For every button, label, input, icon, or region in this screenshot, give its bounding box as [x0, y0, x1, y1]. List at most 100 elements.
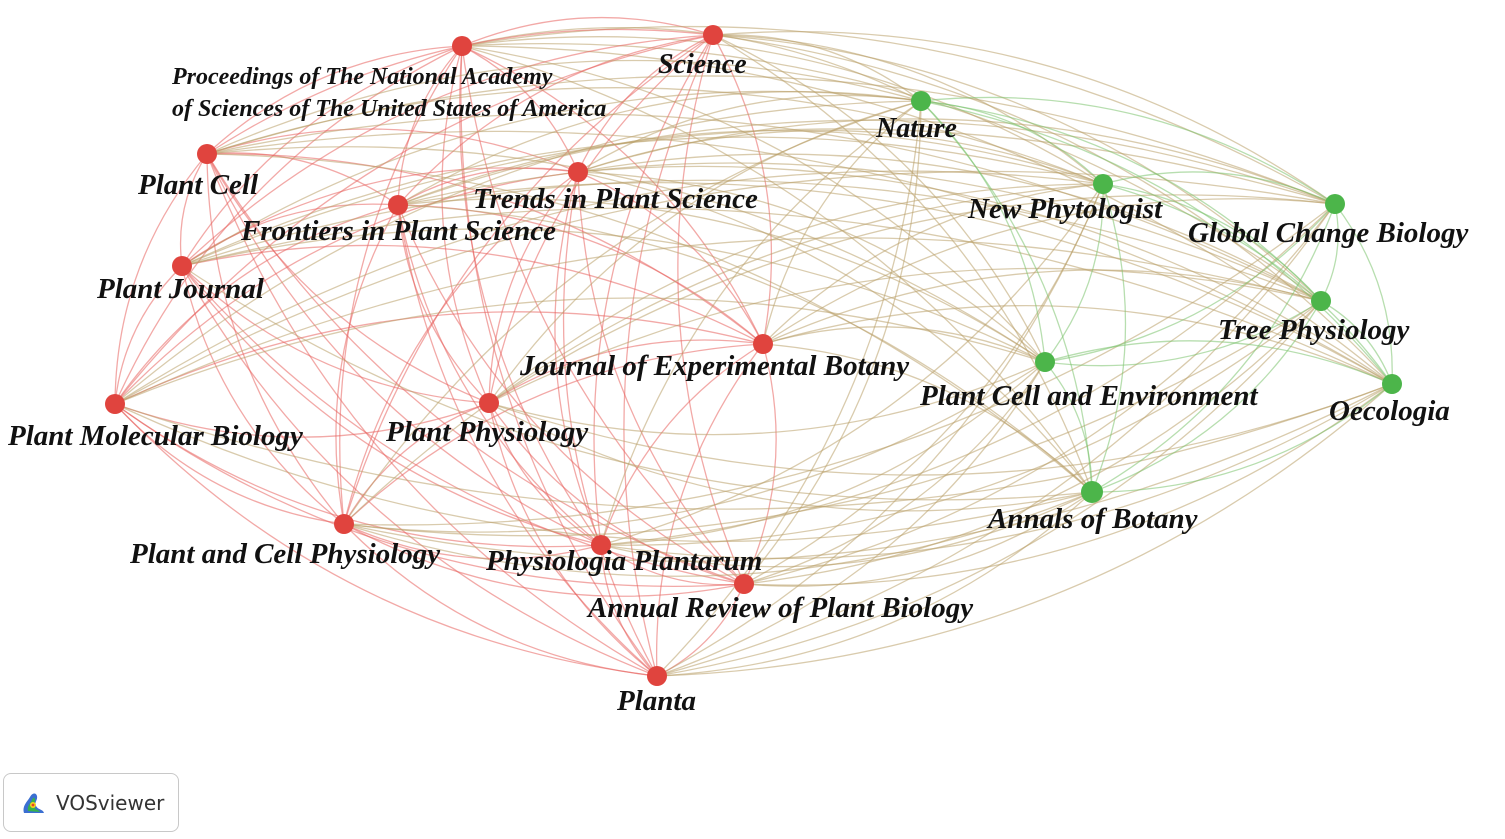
label-plant-journal: Plant Journal: [96, 273, 265, 305]
label-plant-phys: Plant Physiology: [385, 416, 588, 448]
network-link: [656, 491, 1093, 677]
network-link: [488, 402, 745, 585]
network-link: [181, 128, 1336, 267]
network-link: [179, 153, 208, 267]
network-link: [1044, 300, 1322, 367]
network-link: [488, 402, 658, 677]
network-link: [1320, 300, 1393, 385]
node-physiol-plant[interactable]: [591, 535, 611, 555]
network-link: [397, 198, 1046, 363]
label-pcp: Plant and Cell Physiology: [129, 538, 440, 570]
network-link: [488, 194, 1336, 404]
network-link: [114, 153, 208, 405]
label-new-phyt: New Phytologist: [967, 193, 1163, 225]
node-science[interactable]: [703, 25, 723, 45]
network-link: [206, 45, 463, 155]
network-link: [114, 265, 183, 405]
network-link: [206, 59, 922, 155]
node-pmb[interactable]: [105, 394, 125, 414]
network-link: [762, 100, 922, 345]
node-frontiers[interactable]: [388, 195, 408, 215]
node-gcb[interactable]: [1325, 194, 1345, 214]
network-link: [488, 339, 764, 404]
node-arpb[interactable]: [734, 574, 754, 594]
vosviewer-logo-icon: [23, 792, 44, 813]
network-link: [1334, 203, 1393, 385]
network-links: [114, 16, 1393, 677]
node-pce[interactable]: [1035, 352, 1055, 372]
label-pmb: Plant Molecular Biology: [7, 420, 303, 452]
network-link: [1044, 361, 1093, 493]
network-link: [206, 153, 490, 404]
network-link: [743, 300, 1322, 585]
label-tree-phys: Tree Physiology: [1218, 314, 1410, 346]
network-link: [656, 383, 1393, 677]
network-link: [1320, 203, 1339, 302]
label-pce: Plant Cell and Environment: [919, 380, 1259, 412]
network-link: [600, 343, 764, 546]
network-link: [1102, 171, 1336, 205]
node-plant-journal[interactable]: [172, 256, 192, 276]
network-link: [600, 361, 1046, 546]
network-link: [181, 244, 764, 345]
node-pnas[interactable]: [452, 36, 472, 56]
node-planta[interactable]: [647, 666, 667, 686]
node-aob[interactable]: [1081, 481, 1103, 503]
network-link: [397, 204, 658, 677]
network-link: [114, 383, 1393, 510]
node-pcp[interactable]: [334, 514, 354, 534]
node-tree-phys[interactable]: [1311, 291, 1331, 311]
network-link: [441, 45, 490, 404]
network-link: [712, 34, 1046, 363]
network-link: [920, 100, 1093, 493]
network-link: [488, 100, 922, 404]
network-link: [206, 28, 714, 155]
network-link: [181, 265, 345, 525]
label-planta: Planta: [616, 685, 696, 717]
network-link: [743, 343, 777, 585]
network-link: [920, 96, 1336, 205]
network-link: [114, 403, 1093, 543]
network-link: [181, 90, 922, 267]
network-link: [712, 34, 922, 102]
node-plant-phys[interactable]: [479, 393, 499, 413]
network-link: [397, 119, 1336, 206]
network-link: [339, 45, 463, 525]
node-trends[interactable]: [568, 162, 588, 182]
network-link: [577, 171, 764, 345]
label-pnas-line-1: Proceedings of The National Academy: [171, 64, 553, 90]
network-link: [181, 228, 1046, 363]
network-link: [343, 343, 764, 525]
vosviewer-badge: VOSviewer: [3, 773, 179, 832]
network-link: [343, 491, 1093, 577]
label-gcb: Global Change Biology: [1188, 217, 1468, 249]
network-link: [712, 34, 1104, 185]
network-link: [397, 204, 602, 546]
network-link: [655, 343, 764, 677]
node-new-phyt[interactable]: [1093, 174, 1113, 194]
network-link: [343, 183, 1104, 525]
label-nature: Nature: [875, 113, 957, 144]
network-link: [343, 402, 490, 525]
network-link: [114, 311, 764, 405]
node-oecologia[interactable]: [1382, 374, 1402, 394]
node-plant-cell[interactable]: [197, 144, 217, 164]
network-link: [488, 267, 1322, 404]
network-link: [762, 305, 1393, 385]
network-nodes: [105, 25, 1402, 686]
network-link: [181, 265, 1093, 501]
label-jexb: Journal of Experimental Botany: [519, 350, 909, 382]
label-arpb: Annual Review of Plant Biology: [586, 592, 973, 624]
network-link: [656, 100, 922, 677]
network-link: [623, 34, 714, 677]
network-link: [343, 203, 1336, 526]
network-link: [488, 402, 1093, 512]
network-link: [600, 544, 658, 677]
network-link: [562, 171, 658, 677]
network-link: [600, 491, 1093, 568]
label-frontiers: Frontiers in Plant Science: [240, 215, 556, 247]
node-jexb[interactable]: [753, 334, 773, 354]
network-link: [488, 183, 1104, 404]
node-nature[interactable]: [911, 91, 931, 111]
